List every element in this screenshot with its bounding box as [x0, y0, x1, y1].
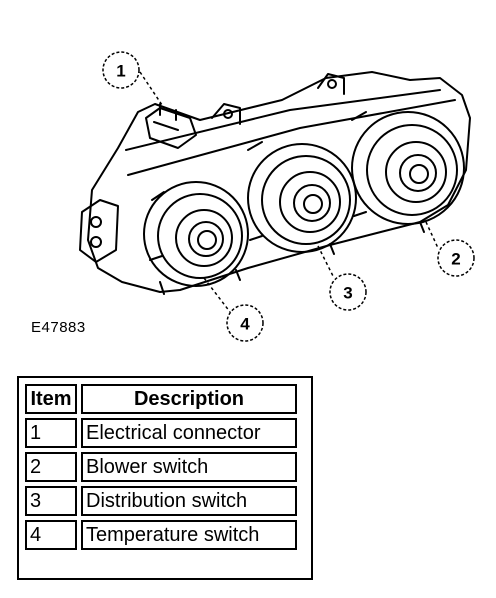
temperature-knob — [143, 181, 249, 287]
row-description: Blower switch — [81, 452, 297, 482]
leader-line-3 — [317, 245, 335, 279]
callout-circle-3 — [329, 273, 367, 311]
header-description: Description — [81, 384, 297, 414]
table-row: 1 Electrical connector — [25, 418, 297, 448]
distribution-knob — [247, 143, 357, 253]
callout-circle-1 — [102, 51, 140, 89]
blower-knob — [351, 111, 465, 225]
row-description: Distribution switch — [81, 486, 297, 516]
row-description: Temperature switch — [81, 520, 297, 550]
figure-code: E47883 — [31, 319, 86, 336]
housing-outline — [87, 71, 471, 293]
header-item: Item — [25, 384, 77, 414]
row-item: 3 — [25, 486, 77, 516]
row-item: 1 — [25, 418, 77, 448]
leader-line-1 — [139, 71, 165, 109]
row-item: 4 — [25, 520, 77, 550]
callout-label-3: 3 — [343, 284, 352, 303]
callout-label-1: 1 — [116, 62, 125, 81]
control-panel-diagram: 1 2 3 4 — [79, 51, 475, 342]
legend-table: Item Description 1 Electrical connector … — [17, 376, 313, 580]
table-row: 3 Distribution switch — [25, 486, 297, 516]
row-description: Electrical connector — [81, 418, 297, 448]
callout-label-4: 4 — [240, 315, 250, 334]
table-row: 2 Blower switch — [25, 452, 297, 482]
leader-line-4 — [203, 277, 231, 313]
row-item: 2 — [25, 452, 77, 482]
callout-circle-2 — [437, 239, 475, 277]
left-mounting-bracket — [79, 199, 119, 263]
callout-label-2: 2 — [451, 250, 460, 269]
table-row: 4 Temperature switch — [25, 520, 297, 550]
callout-circle-4 — [226, 304, 264, 342]
leader-line-2 — [425, 221, 439, 249]
legend-header-row: Item Description — [25, 384, 297, 414]
legend-grid: Item Description 1 Electrical connector … — [21, 380, 301, 554]
